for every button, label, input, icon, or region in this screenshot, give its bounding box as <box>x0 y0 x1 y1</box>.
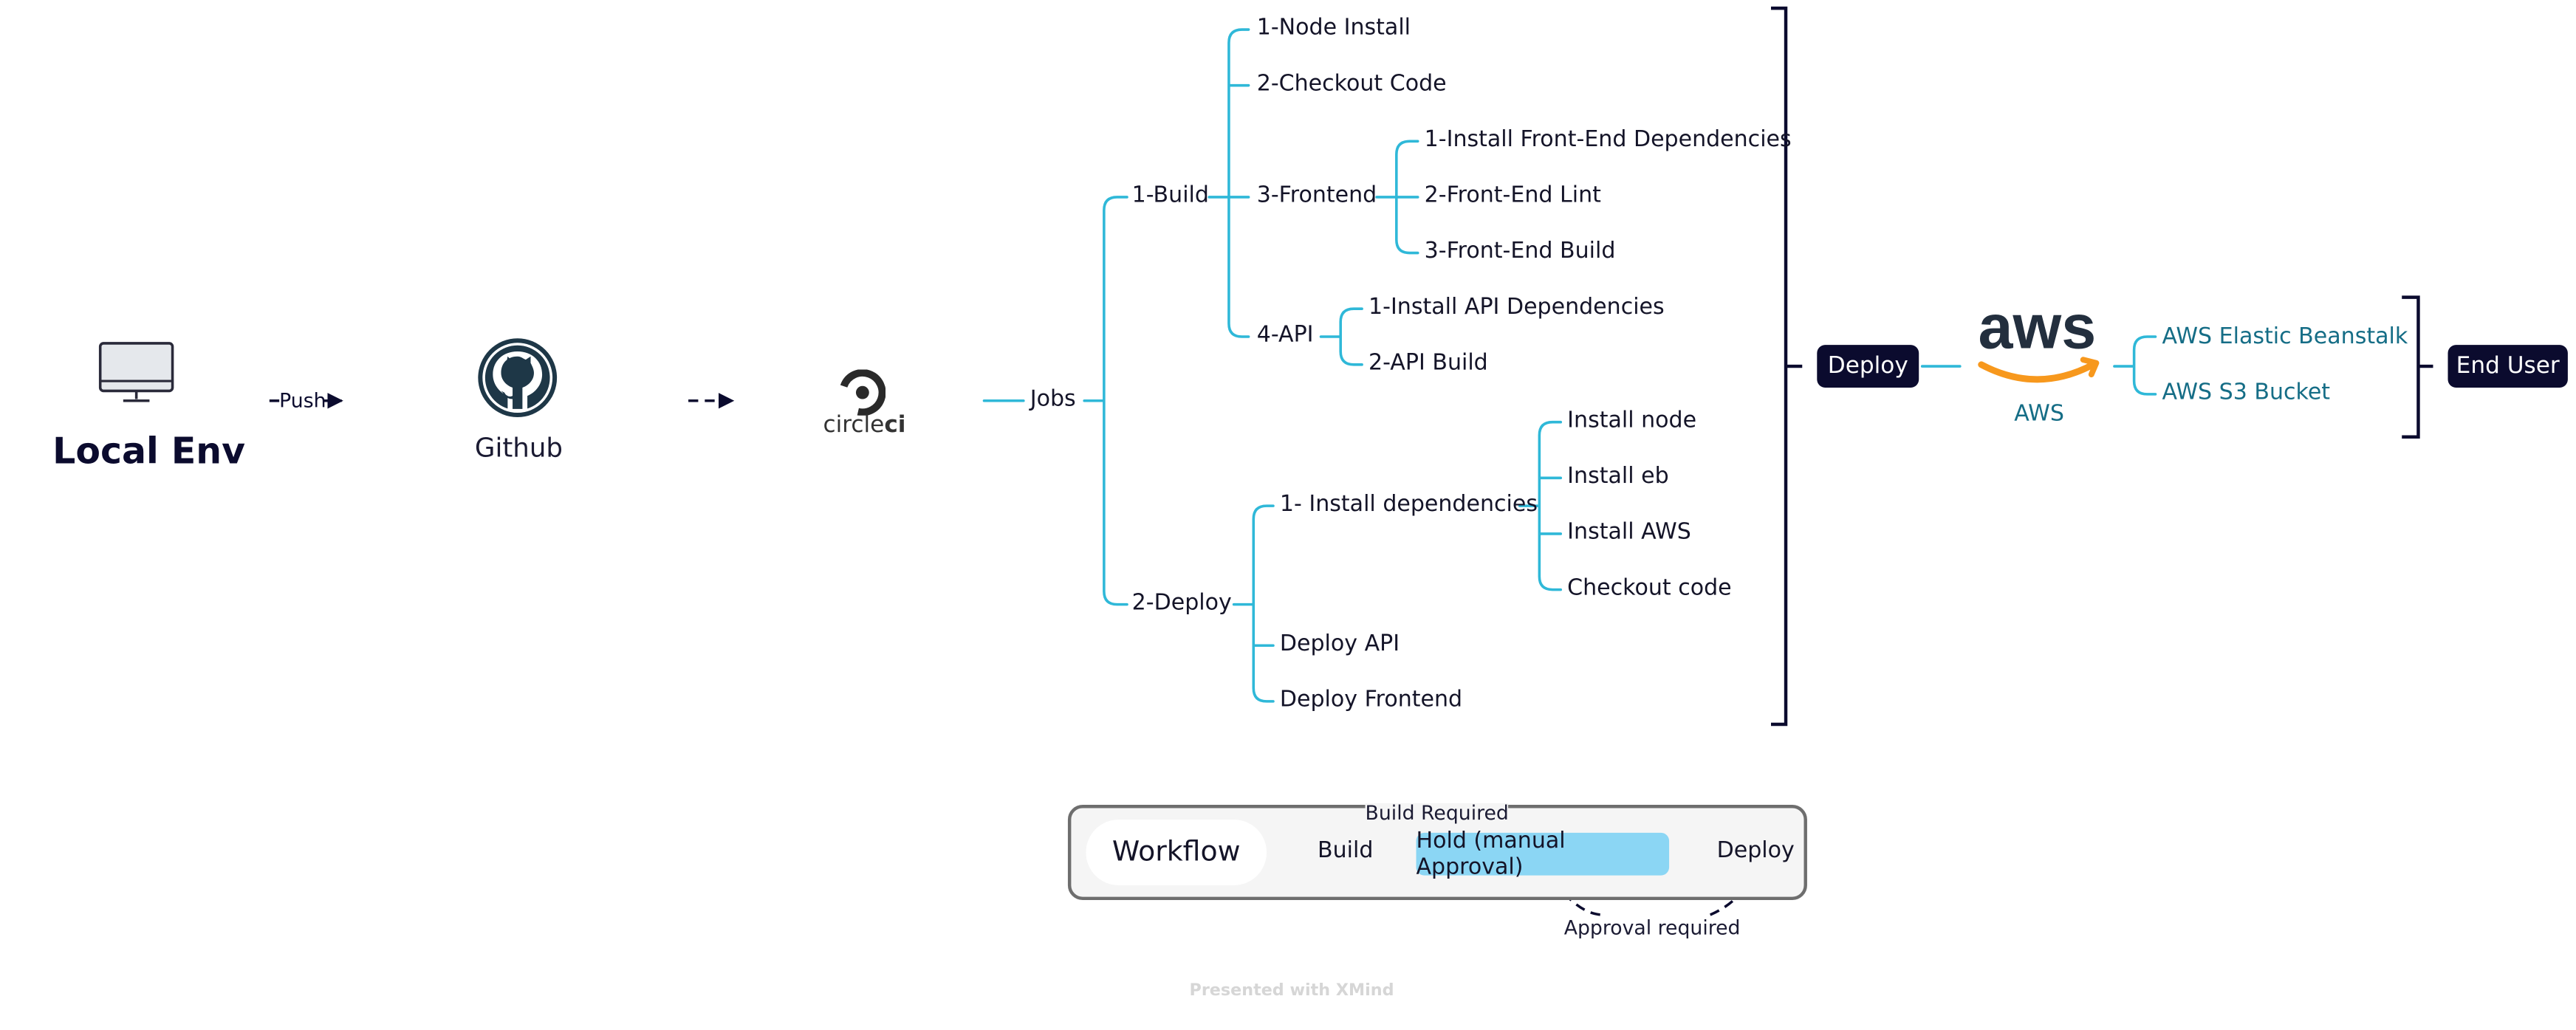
aws-service-elastic-beanstalk: AWS Elastic Beanstalk <box>2162 323 2408 350</box>
build-step-frontend: 3-Frontend <box>1256 182 1377 209</box>
connector-frontend <box>1375 140 1419 255</box>
summary-bracket-jobs <box>1771 6 1803 727</box>
dependency-checkout-code: Checkout code <box>1567 574 1732 602</box>
aws-service-s3-bucket: AWS S3 Bucket <box>2162 379 2331 406</box>
deploy-step-deploy-api: Deploy API <box>1279 631 1400 657</box>
monitor-icon <box>98 342 174 405</box>
deploy-job-node: 2-Deploy <box>1131 589 1232 617</box>
connector-aws-services <box>2113 335 2157 396</box>
deploy-step-install-deps: 1- Install dependencies <box>1279 491 1538 518</box>
circleci-icon <box>839 368 886 416</box>
workflow-build: Build <box>1318 837 1374 865</box>
dependency-install-aws: Install AWS <box>1567 518 1691 546</box>
aws-caption: AWS <box>2014 400 2064 428</box>
github-icon <box>476 337 558 419</box>
frontend-step-build: 3-Front-End Build <box>1424 238 1616 265</box>
build-step-api: 4-API <box>1256 322 1314 349</box>
workflow-hold: Hold (manual Approval) <box>1416 828 1670 880</box>
connector-jobs-trunk <box>1083 196 1128 606</box>
workflow-deploy: Deploy <box>1716 837 1795 865</box>
workflow-title: Workflow <box>1086 820 1267 886</box>
build-node: 1-Build <box>1131 182 1209 209</box>
api-step-install-deps: 1-Install API Dependencies <box>1368 294 1665 320</box>
frontend-step-lint: 2-Front-End Lint <box>1424 182 1601 209</box>
dependency-install-node: Install node <box>1567 407 1697 434</box>
build-step-checkout-code: 2-Checkout Code <box>1256 70 1447 97</box>
circleci-prefix: circle <box>823 412 885 439</box>
local-env-label: Local Env <box>52 432 246 473</box>
api-step-build: 2-API Build <box>1368 349 1488 377</box>
frontend-step-install-deps: 1-Install Front-End Dependencies <box>1424 126 1792 153</box>
circleci-wordmark: circleci <box>823 414 905 437</box>
connector-deploy <box>1232 504 1275 703</box>
summary-bracket-aws <box>2402 295 2433 439</box>
aws-logo-text: aws <box>1979 292 2097 362</box>
workflow-approval-required: Approval required <box>1563 916 1741 940</box>
build-step-node-install: 1-Node Install <box>1256 15 1411 41</box>
circleci-suffix: ci <box>884 412 906 439</box>
aws-logo-icon: aws <box>1968 292 2106 391</box>
end-user-pill: End User <box>2447 345 2568 388</box>
connector-api <box>1319 307 1363 366</box>
github-label: Github <box>474 432 564 464</box>
footer-presented-with: Presented with XMind <box>1189 982 1394 1000</box>
deploy-step-deploy-frontend: Deploy Frontend <box>1279 686 1463 713</box>
dependency-install-eb: Install eb <box>1567 463 1669 490</box>
jobs-node: Jobs <box>1030 385 1076 413</box>
push-label: Push <box>279 389 326 413</box>
workflow-build-required: Build Required <box>1365 801 1509 825</box>
deploy-summary-pill: Deploy <box>1817 345 1919 388</box>
connector-dependencies <box>1518 420 1563 591</box>
connector-build <box>1208 28 1250 338</box>
